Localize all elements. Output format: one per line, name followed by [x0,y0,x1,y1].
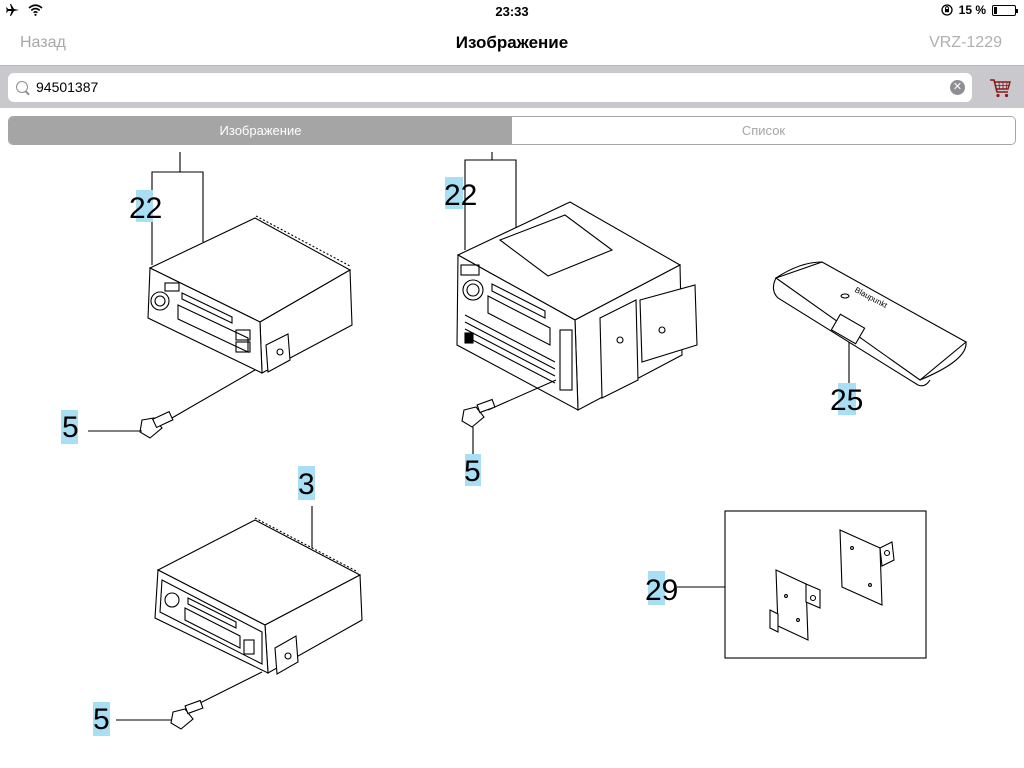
callout-5-screw-3[interactable]: 5 [93,703,110,736]
callout-5-screw-2[interactable]: 5 [464,455,481,488]
airplane-mode-icon [6,4,19,16]
battery-percent: 15 % [958,3,986,17]
view-segmented-control: Изображение Список [8,116,1016,145]
parts-diagram: Blaupunkt [61,152,967,736]
callout-22-radio-2[interactable]: 22 [444,179,477,212]
search-field[interactable]: ✕ [8,73,972,102]
battery-level [994,6,997,14]
search-bar: ✕ [0,65,1024,108]
radio-unit-2-drawing [456,152,698,460]
status-right: 15 % [940,3,1018,17]
mounting-brackets-drawing [677,510,927,659]
battery-icon [992,4,1018,16]
callout-highlights [61,177,856,736]
radio-unit-1-drawing [88,152,353,439]
cover-case-drawing: Blaupunkt [772,261,967,387]
search-icon [16,81,28,93]
orientation-lock-icon [940,4,953,16]
model-code-button[interactable]: VRZ-1229 [929,34,1002,51]
status-time: 23:33 [495,4,529,19]
callout-25-cover[interactable]: 25 [830,384,863,417]
callout-22-radio-1[interactable]: 22 [129,192,162,225]
callout-5-screw-1[interactable]: 5 [62,411,79,444]
navigation-bar: Назад Изображение VRZ-1229 [0,22,1024,64]
cart-icon[interactable] [988,76,1012,100]
callout-29-brackets[interactable]: 29 [645,574,678,607]
search-input[interactable] [36,79,936,95]
radio-unit-3-drawing [116,506,363,730]
back-button[interactable]: Назад [20,34,66,51]
callout-3-radio-3[interactable]: 3 [298,468,315,501]
tab-list[interactable]: Список [512,117,1015,144]
status-bar: 23:33 15 % [0,0,1024,22]
page-title: Изображение [455,33,569,52]
clear-search-icon[interactable]: ✕ [950,80,965,95]
wifi-icon [28,4,43,16]
status-left [6,3,43,17]
tab-image[interactable]: Изображение [9,117,512,144]
